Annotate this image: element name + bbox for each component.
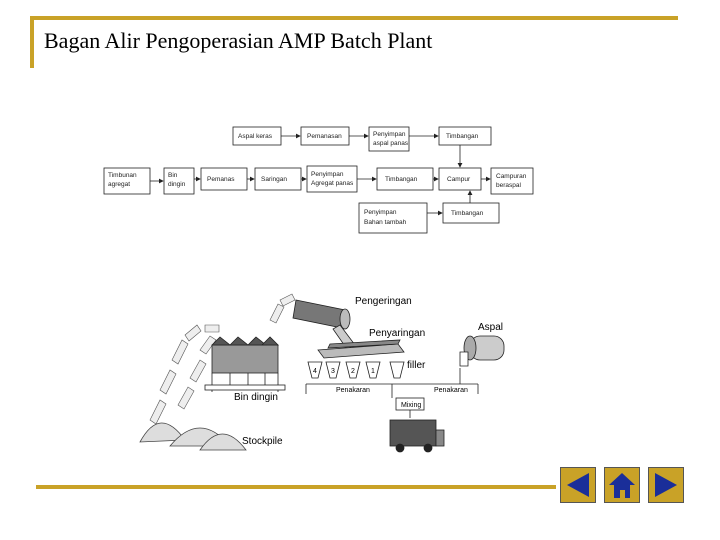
label-penyimpan-aspal-2: aspal panas bbox=[373, 140, 409, 147]
label-bin-dingin: Bin dingin bbox=[234, 392, 278, 403]
hopper-number-3: 3 bbox=[331, 368, 335, 375]
box-penyimpan-aspal-panas bbox=[368, 126, 410, 152]
label-bin-1: Bin bbox=[168, 172, 178, 179]
hopper-number-2: 2 bbox=[351, 368, 355, 375]
screen-deck bbox=[317, 339, 405, 359]
label-timbangan-bahan: Timbangan bbox=[451, 210, 484, 217]
truck bbox=[389, 419, 445, 453]
label-campur: Campur bbox=[447, 176, 471, 183]
prev-slide-button[interactable] bbox=[560, 467, 596, 503]
box-campuran-beraspal bbox=[490, 167, 534, 195]
label-penyimpan-agregat-1: Penyimpan bbox=[311, 171, 344, 178]
label-timbunan-1: Timbunan bbox=[108, 172, 137, 179]
process-flowchart: Aspal keras Pemanasan Penyimpan aspal pa… bbox=[103, 126, 534, 234]
next-slide-button[interactable] bbox=[648, 467, 684, 503]
label-aspal: Aspal bbox=[478, 322, 503, 333]
label-filler: filler bbox=[407, 360, 426, 371]
box-penyimpan-agregat-panas bbox=[306, 165, 358, 193]
label-pemanas: Pemanas bbox=[207, 176, 235, 183]
hot-bins bbox=[307, 361, 405, 379]
stockpile-piles bbox=[139, 422, 247, 451]
label-campuran-1: Campuran bbox=[496, 173, 527, 180]
cold-bin bbox=[204, 336, 286, 392]
label-penyimpan-aspal-1: Penyimpan bbox=[373, 131, 406, 138]
label-penakaran-2: Penakaran bbox=[434, 387, 468, 394]
slide-title: Bagan Alir Pengoperasian AMP Batch Plant bbox=[44, 28, 433, 53]
label-penyimpan-bahan-2: Bahan tambah bbox=[364, 219, 407, 226]
footer-line bbox=[36, 485, 556, 489]
triangle-left-icon bbox=[567, 473, 589, 497]
label-mixing: Mixing bbox=[401, 402, 421, 409]
label-saringan: Saringan bbox=[261, 176, 287, 183]
label-stockpile: Stockpile bbox=[242, 436, 283, 447]
box-penyimpan-bahan-tambah bbox=[358, 202, 428, 234]
label-pemanasan-aspal: Pemanasan bbox=[307, 133, 342, 140]
label-timbunan-2: agregat bbox=[108, 181, 130, 188]
box-timbangan-aspal bbox=[438, 126, 492, 146]
label-penyimpan-bahan-1: Penyimpan bbox=[364, 209, 397, 216]
label-pengeringan: Pengeringan bbox=[355, 296, 412, 307]
hopper-number-4: 4 bbox=[313, 368, 317, 375]
hopper-number-1: 1 bbox=[371, 368, 375, 375]
mixer bbox=[395, 397, 425, 418]
triangle-right-icon bbox=[655, 473, 677, 497]
box-timbangan-bahan bbox=[442, 202, 500, 224]
title-accent-line bbox=[30, 16, 678, 20]
label-penyaringan: Penyaringan bbox=[369, 328, 425, 339]
home-button[interactable] bbox=[604, 467, 640, 503]
label-timbangan-agregat: Timbangan bbox=[385, 176, 418, 183]
label-aspal-keras: Aspal keras bbox=[238, 133, 273, 140]
label-campuran-2: beraspal bbox=[496, 182, 521, 189]
dryer-drum bbox=[292, 299, 356, 350]
label-bin-2: dingin bbox=[168, 181, 186, 188]
label-timbangan-aspal: Timbangan bbox=[446, 133, 479, 140]
material-flow-arrows bbox=[149, 293, 296, 425]
label-penakaran-1: Penakaran bbox=[336, 387, 370, 394]
box-timbunan-agregat bbox=[103, 167, 151, 195]
title-accent-bar bbox=[30, 16, 34, 68]
weighing-line bbox=[305, 368, 479, 398]
home-icon bbox=[609, 473, 635, 498]
label-penyimpan-agregat-2: Agregat panas bbox=[311, 180, 354, 187]
asphalt-tank bbox=[459, 335, 505, 367]
box-bin-dingin bbox=[163, 167, 195, 195]
